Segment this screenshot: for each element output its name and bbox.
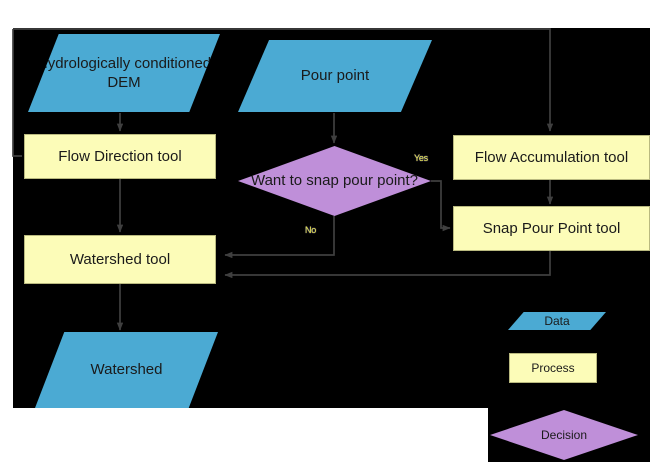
node-label: Flow Accumulation tool bbox=[474, 148, 629, 166]
legend-label: Process bbox=[531, 361, 575, 375]
node-snap-pour-point-tool[interactable]: Snap Pour Point tool bbox=[453, 206, 650, 251]
node-label: Pour point bbox=[300, 67, 370, 85]
node-label: Watershed bbox=[90, 361, 163, 379]
node-label: Want to snap pour point? bbox=[250, 172, 419, 190]
edge-label-yes: Yes bbox=[414, 153, 428, 163]
legend-item-data: Data bbox=[508, 312, 606, 330]
node-flow-accumulation-tool[interactable]: Flow Accumulation tool bbox=[453, 135, 650, 180]
edge-label-no: No bbox=[305, 225, 316, 235]
node-label: Snap Pour Point tool bbox=[482, 219, 621, 237]
node-label: Watershed tool bbox=[69, 250, 171, 268]
node-label: Hydrologically conditioned DEM bbox=[36, 54, 212, 91]
node-watershed-output[interactable]: Watershed bbox=[35, 332, 218, 408]
legend-label: Data bbox=[544, 314, 570, 328]
node-watershed-tool[interactable]: Watershed tool bbox=[24, 235, 216, 284]
legend-label: Decision bbox=[540, 428, 588, 442]
node-label: Flow Direction tool bbox=[58, 147, 182, 165]
legend-item-process: Process bbox=[509, 353, 597, 383]
node-flow-direction-tool[interactable]: Flow Direction tool bbox=[24, 134, 216, 179]
node-hydrologically-conditioned-dem[interactable]: Hydrologically conditioned DEM bbox=[28, 34, 220, 112]
node-pour-point[interactable]: Pour point bbox=[238, 40, 432, 112]
